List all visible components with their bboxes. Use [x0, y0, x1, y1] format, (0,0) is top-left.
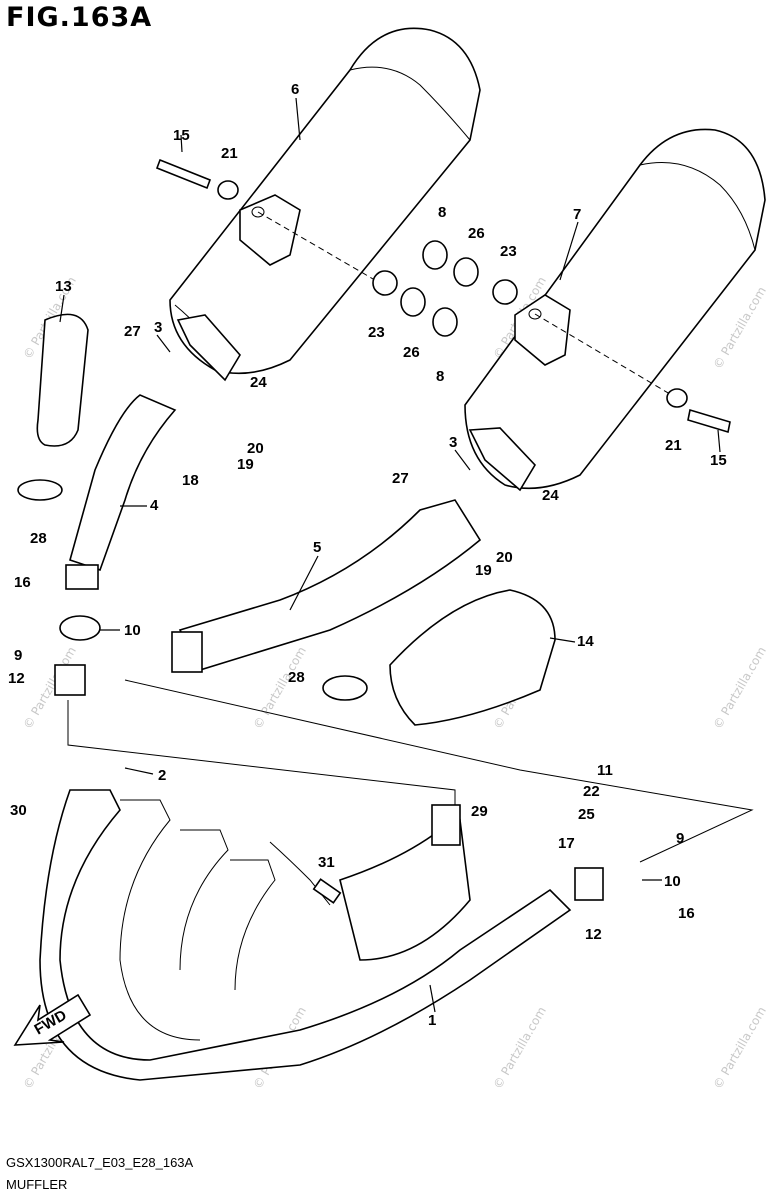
- callout-23: 23: [368, 324, 385, 341]
- muffler-7: [464, 128, 766, 492]
- callout-27: 27: [124, 323, 141, 340]
- callout-13: 13: [55, 278, 72, 295]
- callout-26: 26: [468, 225, 485, 242]
- callout-21: 21: [665, 437, 682, 454]
- callout-10: 10: [664, 873, 681, 890]
- callout-23: 23: [500, 243, 517, 260]
- callout-8: 8: [438, 204, 446, 221]
- figure-title: FIG.163A: [6, 2, 153, 33]
- svg-text:© Partzilla.com: © Partzilla.com: [250, 644, 308, 731]
- callout-21: 21: [221, 145, 238, 162]
- callout-15: 15: [710, 452, 727, 469]
- callout-12: 12: [8, 670, 25, 687]
- muffler-6: [169, 27, 481, 382]
- heat-shield-14: [389, 589, 556, 726]
- callout-8: 8: [436, 368, 444, 385]
- callout-25: 25: [578, 806, 595, 823]
- exhaust-pipe-1: [39, 789, 604, 1081]
- callout-4: 4: [150, 497, 159, 514]
- connecting-pipe-4: [69, 394, 177, 572]
- figure-code: GSX1300RAL7_E03_E28_163A: [6, 1155, 194, 1170]
- callout-16: 16: [678, 905, 695, 922]
- leader-lines: [59, 97, 721, 1013]
- callout-26: 26: [403, 344, 420, 361]
- callout-12: 12: [585, 926, 602, 943]
- svg-text:© Partzilla.com: © Partzilla.com: [710, 644, 768, 731]
- diagram-canvas: © Partzilla.com © Partzilla.com © Partzi…: [8, 27, 769, 1092]
- callout-17: 17: [558, 835, 575, 852]
- callout-19: 19: [237, 456, 254, 473]
- callout-5: 5: [313, 539, 321, 556]
- callout-3: 3: [154, 319, 162, 336]
- svg-text:© Partzilla.com: © Partzilla.com: [710, 284, 768, 371]
- callout-16: 16: [14, 574, 31, 591]
- callout-28: 28: [30, 530, 47, 547]
- callout-2: 2: [158, 767, 166, 784]
- connecting-pipe-5: [178, 499, 482, 671]
- callout-24: 24: [542, 487, 559, 504]
- callout-18: 18: [182, 472, 199, 489]
- callout-9: 9: [676, 830, 684, 847]
- callout-6: 6: [291, 81, 299, 98]
- heat-shield-13: [36, 313, 89, 447]
- bolts-15: [155, 158, 731, 434]
- callout-20: 20: [247, 440, 264, 457]
- mount-parts: [372, 240, 518, 337]
- callout-11: 11: [597, 762, 613, 779]
- callout-labels: 1 2 3 3 4 5 6 7 8 8 9 9 10 10 11 12 12 1…: [8, 81, 727, 1029]
- callout-27: 27: [392, 470, 409, 487]
- callout-29: 29: [471, 803, 488, 820]
- callout-19: 19: [475, 562, 492, 579]
- figure-name: MUFFLER: [6, 1177, 68, 1192]
- callout-3: 3: [449, 434, 457, 451]
- svg-text:© Partzilla.com: © Partzilla.com: [710, 1004, 768, 1091]
- callout-1: 1: [428, 1012, 436, 1029]
- callout-9: 9: [14, 647, 22, 664]
- callout-22: 22: [583, 783, 600, 800]
- callout-20: 20: [496, 549, 513, 566]
- callout-28: 28: [288, 669, 305, 686]
- callout-7: 7: [573, 206, 581, 223]
- callout-24: 24: [250, 374, 267, 391]
- callout-10: 10: [124, 622, 141, 639]
- callout-31: 31: [318, 854, 335, 871]
- callout-30: 30: [10, 802, 27, 819]
- svg-text:© Partzilla.com: © Partzilla.com: [490, 1004, 548, 1091]
- callout-14: 14: [577, 633, 594, 650]
